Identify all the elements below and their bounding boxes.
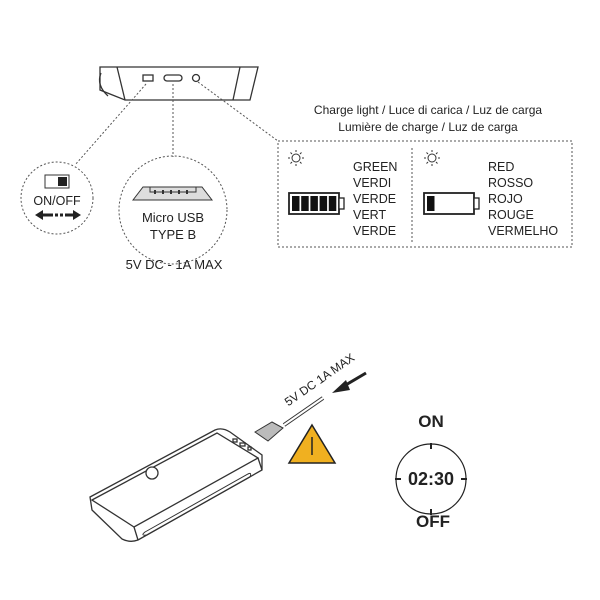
usb-label-line2: TYPE B: [149, 227, 197, 242]
light-icon: [288, 150, 304, 166]
battery-cell: [319, 196, 328, 211]
battery-cell: [292, 196, 300, 211]
label-rouge: ROUGE: [488, 208, 534, 222]
usb-cable: [254, 396, 325, 442]
light-icon: [424, 150, 440, 166]
switch-label: ON/OFF: [33, 194, 81, 208]
label-rojo: ROJO: [488, 192, 523, 206]
full-charge-labels: GREEN VERDI VERDE VERT VERDE: [353, 159, 397, 239]
timer-on-label: ON: [418, 412, 444, 431]
label-verdi: VERDI: [353, 176, 392, 190]
usb-label-line1: Micro USB: [141, 210, 205, 225]
switch-port-icon: [142, 74, 154, 82]
battery-cell: [301, 196, 309, 211]
led-icon: [191, 73, 201, 83]
battery-low-icon: [423, 192, 480, 215]
charge-light-title-1: Charge light / Luce di carica / Luz de c…: [313, 103, 543, 117]
battery-cell: [310, 196, 318, 211]
device-perspective-view: [89, 428, 263, 542]
switch-icon: [44, 174, 70, 189]
label-verde-pt: VERDE: [353, 224, 397, 238]
label-vert: VERT: [353, 208, 387, 222]
charge-light-title-2: Lumière de charge / Luz de carga: [338, 120, 518, 134]
timer-time: 02:30: [407, 469, 455, 489]
low-charge-labels: RED ROSSO ROJO ROUGE VERMELHO: [488, 159, 558, 239]
double-arrow-icon: [35, 210, 81, 220]
warning-triangle-icon: [287, 423, 337, 464]
label-vermelho: VERMELHO: [488, 224, 559, 238]
label-verde: VERDE: [353, 192, 397, 206]
label-red: RED: [488, 160, 515, 174]
label-green: GREEN: [353, 160, 398, 174]
battery-full-icon: [288, 192, 345, 215]
battery-cell: [328, 196, 337, 211]
device-side-view: [98, 66, 259, 101]
battery-cell: [427, 196, 435, 211]
insert-arrow-icon: [332, 371, 367, 393]
usb-callout-circle: [118, 155, 228, 265]
timer-off-label: OFF: [416, 512, 450, 531]
usb-port-icon: [163, 74, 183, 82]
usb-rating: 5V DC - 1A MAX: [125, 257, 223, 272]
label-rosso: ROSSO: [488, 176, 534, 190]
timer-clock-icon: [395, 443, 467, 515]
micro-usb-connector-icon: [131, 186, 214, 201]
callout-lines: [20, 81, 573, 265]
switch-callout-circle: [20, 161, 94, 235]
